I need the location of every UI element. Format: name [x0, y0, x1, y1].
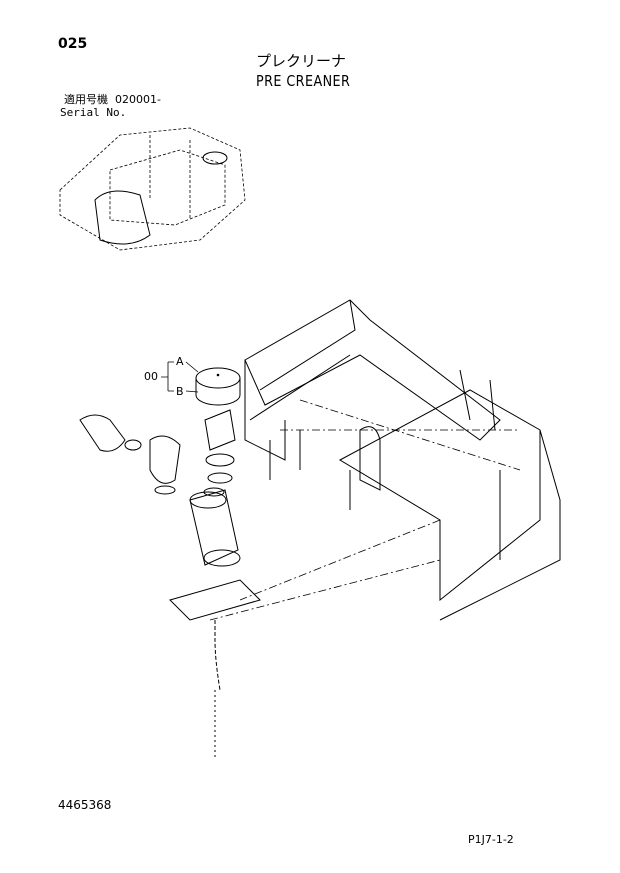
serial-range: 適用号機 020001- [64, 94, 161, 106]
adapter-parts [79, 409, 236, 497]
callout-b: B [176, 385, 184, 398]
serial-value: 020001- [115, 93, 161, 106]
mounting-frame [244, 299, 561, 621]
title-english: PRE CREANER [256, 72, 351, 90]
serial-label-english: Serial No. [60, 106, 127, 119]
callout-leaders [161, 361, 199, 393]
callout-group: 00 [144, 370, 158, 383]
pre-cleaner-thumbnail [94, 151, 228, 245]
title-japanese: プレクリーナ [256, 52, 347, 70]
machine-overview-illustration [59, 127, 246, 251]
page-number: 025 [58, 36, 88, 52]
pre-cleaner-body [169, 489, 261, 760]
callout-a: A [176, 355, 184, 368]
document-number: 4465368 [58, 798, 112, 812]
serial-label-japanese: 適用号機 [64, 93, 108, 106]
figure-code: P1J7-1-2 [468, 833, 514, 846]
frame-hidden-lines [209, 399, 521, 621]
pre-cleaner-cap [195, 367, 241, 406]
